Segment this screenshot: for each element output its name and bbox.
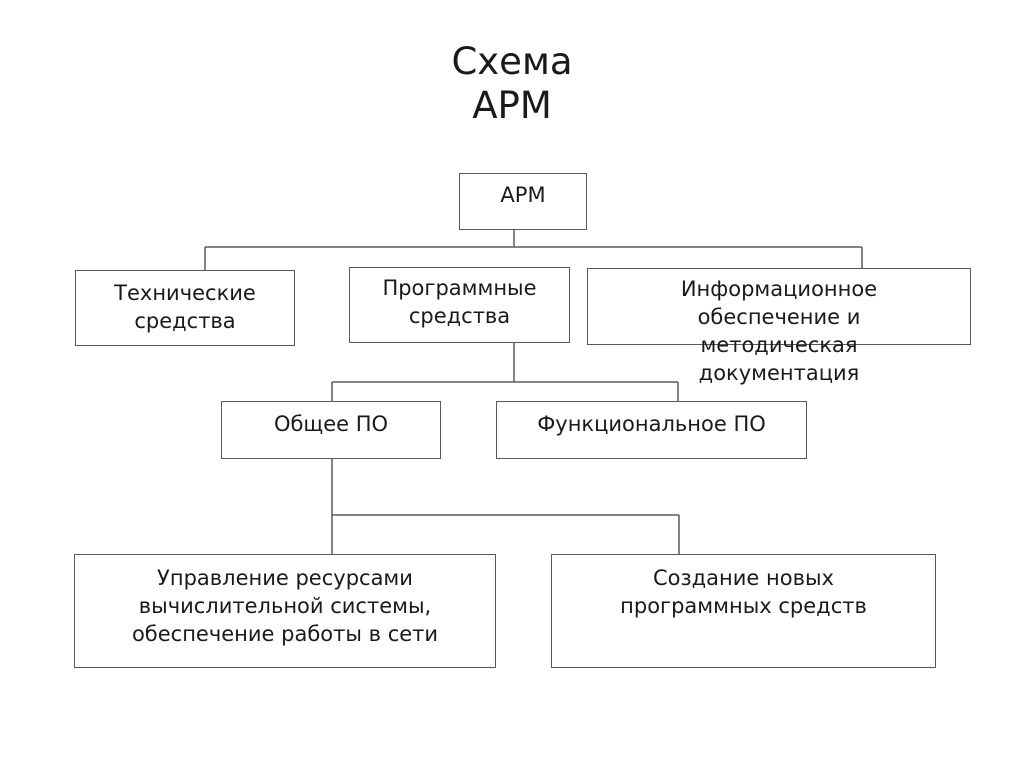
node-general-sw: Общее ПО bbox=[221, 401, 441, 459]
node-info-line-2: обеспечение и bbox=[697, 305, 861, 329]
node-new-tools-line-2: программных средств bbox=[620, 594, 867, 618]
node-new-tools: Создание новых программных средств bbox=[551, 554, 936, 668]
node-hardware-line-1: Технические bbox=[114, 281, 256, 305]
node-arm: АРМ bbox=[459, 173, 587, 230]
node-resources-line-3: обеспечение работы в сети bbox=[131, 622, 439, 646]
diagram-title: Схема АРМ bbox=[0, 40, 1024, 128]
node-hardware-line-2: средства bbox=[134, 309, 236, 333]
node-resources-line-1: Управление ресурсами bbox=[157, 566, 413, 590]
node-general-sw-label: Общее ПО bbox=[273, 412, 389, 436]
node-software: Программные средства bbox=[349, 267, 570, 343]
title-line-2: АРМ bbox=[472, 84, 552, 127]
node-arm-label: АРМ bbox=[500, 183, 546, 207]
node-info-line-3: методическая bbox=[700, 333, 858, 357]
node-functional-sw-label: Функциональное ПО bbox=[537, 412, 766, 436]
node-software-line-1: Программные bbox=[382, 276, 537, 300]
title-line-1: Схема bbox=[451, 40, 573, 83]
node-info-line-1: Информационное bbox=[680, 277, 878, 301]
node-new-tools-line-1: Создание новых bbox=[652, 566, 834, 590]
node-functional-sw: Функциональное ПО bbox=[496, 401, 807, 459]
node-resources: Управление ресурсами вычислительной сист… bbox=[74, 554, 496, 668]
node-info-line-4: документация bbox=[698, 361, 860, 385]
node-software-line-2: средства bbox=[408, 304, 511, 328]
node-hardware: Технические средства bbox=[75, 270, 295, 346]
node-info: Информационное обеспечение и методическа… bbox=[587, 268, 971, 385]
node-resources-line-2: вычислительной системы, bbox=[138, 594, 432, 618]
